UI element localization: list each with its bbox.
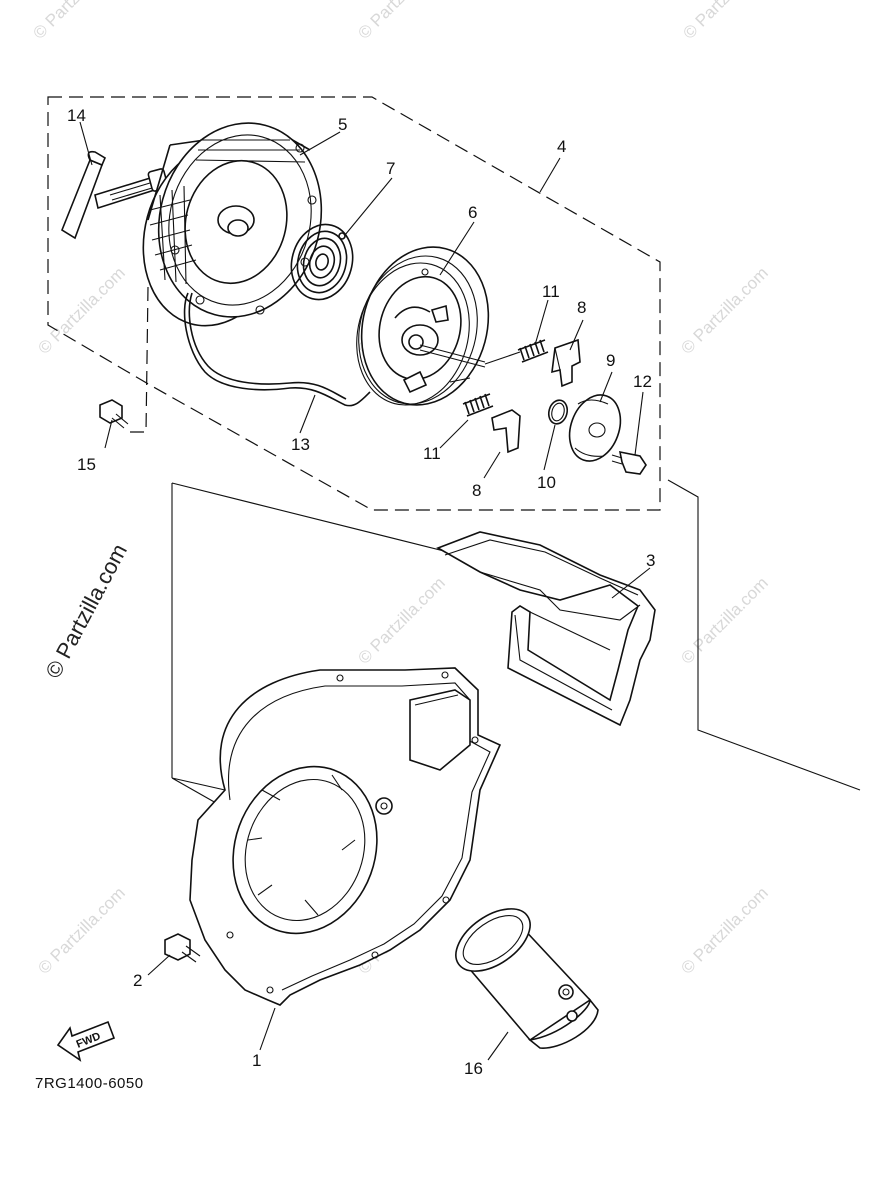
recoil-assembly-boundary (47, 96, 661, 511)
callout-4: 4 (557, 137, 566, 156)
callout-16: 16 (464, 1059, 483, 1078)
spiral-spring (290, 223, 354, 301)
callout-15: 15 (77, 455, 96, 474)
watermark: © Partzilla.com (677, 883, 771, 977)
watermark-main: © Partzilla.com (40, 540, 132, 683)
pawl-spring-upper (517, 339, 549, 363)
flywheel-cover (189, 667, 502, 1006)
pulley-drum (356, 246, 490, 406)
watermark: © Partzilla.com (354, 573, 448, 667)
pawl-upper (551, 338, 581, 388)
fwd-arrow: FWD (56, 1020, 116, 1062)
starter-case (142, 122, 323, 327)
pawl-spring-lower (462, 393, 494, 417)
watermark: © Partzilla.com (34, 883, 128, 977)
leader-lines (79, 121, 651, 1061)
callout-3: 3 (646, 551, 655, 570)
circlip-inner (551, 402, 565, 422)
callout-11-upper: 11 (542, 282, 560, 301)
cup-cylinder (455, 908, 599, 1049)
callout-6: 6 (468, 203, 477, 222)
callout-11-lower: 11 (423, 444, 441, 463)
center-bolt (611, 450, 647, 475)
bolt-15-leader-dashed (128, 286, 149, 433)
callout-9: 9 (606, 351, 615, 370)
watermark: © Partzilla.com (677, 263, 771, 357)
callout-13: 13 (291, 435, 310, 454)
shaft-line (419, 344, 486, 368)
starter-rope (183, 292, 371, 407)
callout-8-upper: 8 (577, 298, 586, 317)
callout-2: 2 (133, 971, 142, 990)
bolt-15 (99, 399, 129, 429)
watermark: © Partzilla.com (354, 0, 448, 43)
pawl-lower (491, 409, 521, 454)
case-assembly-boundary (171, 479, 861, 821)
bolt-2 (164, 933, 201, 963)
callout-1: 1 (252, 1051, 261, 1070)
circlip (547, 399, 569, 425)
watermark: © Partzilla.com (29, 0, 123, 43)
watermark: © Partzilla.com (677, 573, 771, 667)
diagram-code: 7RG1400-6050 (35, 1075, 144, 1092)
drive-plate (568, 394, 622, 462)
callout-12: 12 (633, 372, 652, 391)
callout-10: 10 (537, 473, 556, 492)
callout-8-lower: 8 (472, 481, 481, 500)
starter-rope-inner (188, 292, 347, 400)
callout-7: 7 (386, 159, 395, 178)
cover-duct (436, 531, 656, 727)
callout-14: 14 (67, 106, 86, 125)
callout-labels: 14 5 7 6 4 11 8 9 12 15 13 11 10 8 3 2 1… (67, 106, 655, 1078)
callout-5: 5 (338, 115, 347, 134)
shaft-line-2 (449, 351, 521, 383)
watermark: © Partzilla.com (679, 0, 773, 43)
